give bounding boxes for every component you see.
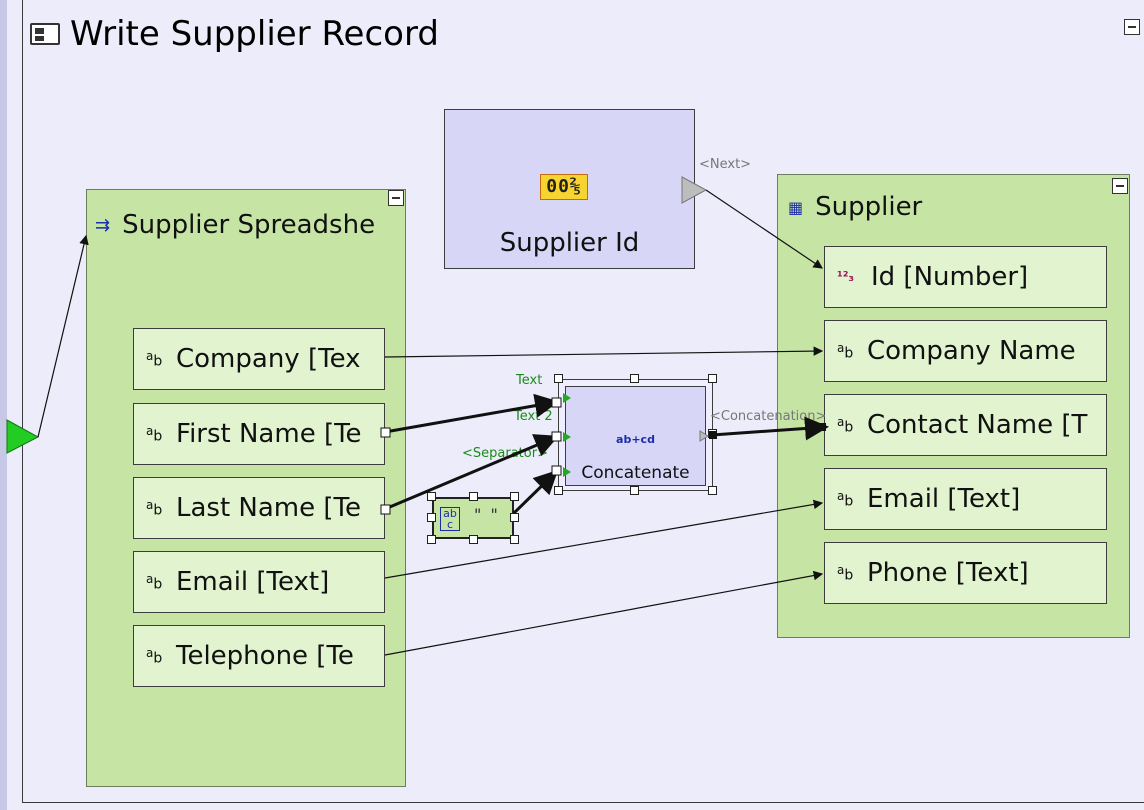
constant-value: " " [474,505,500,524]
text-ab-icon: ab [146,498,163,519]
supplier-field-phone[interactable]: ab Phone [Text] [824,542,1107,604]
text-ab-icon: ab [146,646,163,667]
concatenate-label: Concatenate [581,463,690,483]
wire-telephone-phone [384,570,824,656]
wire-next-id [705,189,823,269]
layout-window-icon [30,23,60,45]
text-ab-icon: ab [146,572,163,593]
input-port-text2[interactable] [563,432,571,442]
wire-separator [512,469,559,515]
port-handle[interactable] [551,431,562,442]
concatenation-output-label: <Concatenation> [710,409,827,424]
port-handle[interactable] [380,504,391,515]
diagram-collapse-button[interactable] [1124,19,1140,35]
port-handle[interactable] [380,427,391,438]
wire-company [384,346,824,358]
write-supplier-record-frame [22,0,1144,803]
spreadsheet-field-email[interactable]: ab Email [Text] [133,551,385,613]
spreadsheet-title-text: Supplier Spreadshe [122,210,376,240]
wire-last-name [384,434,559,511]
field-label: Telephone [Te [176,641,354,671]
supplier-field-company-name[interactable]: ab Company Name [824,320,1107,382]
supplier-field-id[interactable]: ¹²₃ Id [Number] [824,246,1107,308]
field-label: Company [Tex [176,344,361,374]
resize-handle[interactable] [708,374,717,383]
spreadsheet-field-first-name[interactable]: ab First Name [Te [133,403,385,465]
resize-handle[interactable] [630,374,639,383]
field-label: Phone [Text] [867,558,1029,588]
input-port-separator[interactable] [563,467,571,477]
start-trigger-arrow[interactable] [6,419,40,454]
diagram-title-text: Write Supplier Record [70,14,439,54]
resize-handle[interactable] [510,535,519,544]
resize-handle[interactable] [427,492,436,501]
input-port-text[interactable] [563,393,571,403]
port-handle[interactable] [818,423,826,431]
field-label: Email [Text] [176,567,330,597]
field-label: Email [Text] [867,484,1021,514]
left-strip [0,0,7,810]
text-ab-icon: ab [837,563,854,584]
counter-icon: 00⅖ [540,174,588,200]
resize-handle[interactable] [708,486,717,495]
wire-first-name [384,393,559,434]
spreadsheet-field-last-name[interactable]: ab Last Name [Te [133,477,385,539]
output-port-concatenation[interactable] [699,430,709,442]
spreadsheet-field-company[interactable]: ab Company [Tex [133,328,385,390]
wire-concat-contact [711,416,829,441]
resize-handle[interactable] [510,492,519,501]
text-ab-icon: ab [837,489,854,510]
text-ab-icon: ab [146,424,163,445]
supplier-title: ▦ Supplier [788,192,922,222]
port-handle[interactable] [551,465,562,476]
supplier-field-contact-name[interactable]: ab Contact Name [T [824,394,1107,456]
port-handle[interactable] [709,431,717,439]
number-123-icon: ¹²₃ [837,269,855,285]
wire-start-spreadsheet [37,234,89,438]
supplier-collapse-button[interactable] [1112,178,1128,194]
supplier-id-label: Supplier Id [499,228,640,258]
next-port-label: <Next> [699,157,752,172]
resize-handle[interactable] [469,535,478,544]
concatenate-icon: ab+cd [616,433,655,446]
field-label: Contact Name [T [867,410,1088,440]
field-label: Id [Number] [871,262,1029,292]
field-label: First Name [Te [176,419,362,449]
text-ab-icon: ab [837,415,854,436]
field-label: Last Name [Te [176,493,361,523]
supplier-title-text: Supplier [815,192,923,222]
port-handle[interactable] [551,397,562,408]
text-ab-icon: ab [146,349,163,370]
resize-handle[interactable] [630,486,639,495]
list-icon: ⇉ [95,214,111,236]
diagram-title: Write Supplier Record [30,14,439,54]
spreadsheet-collapse-button[interactable] [388,190,404,206]
supplier-id-node[interactable]: 00⅖ Supplier Id [444,109,695,269]
spreadsheet-title: ⇉ Supplier Spreadshe [95,210,375,240]
concatenate-node[interactable]: ab+cd Concatenate [565,386,706,486]
supplier-field-email[interactable]: ab Email [Text] [824,468,1107,530]
resize-handle[interactable] [554,374,563,383]
field-label: Company Name [867,336,1076,366]
resize-handle[interactable] [427,513,436,522]
resize-handle[interactable] [469,492,478,501]
wire-email [384,499,824,579]
port-label-text: Text [516,373,543,388]
resize-handle[interactable] [427,535,436,544]
text-ab-icon: ab [837,341,854,362]
database-table-icon: ▦ [788,197,804,217]
spreadsheet-field-telephone[interactable]: ab Telephone [Te [133,625,385,687]
next-port[interactable] [681,176,708,204]
